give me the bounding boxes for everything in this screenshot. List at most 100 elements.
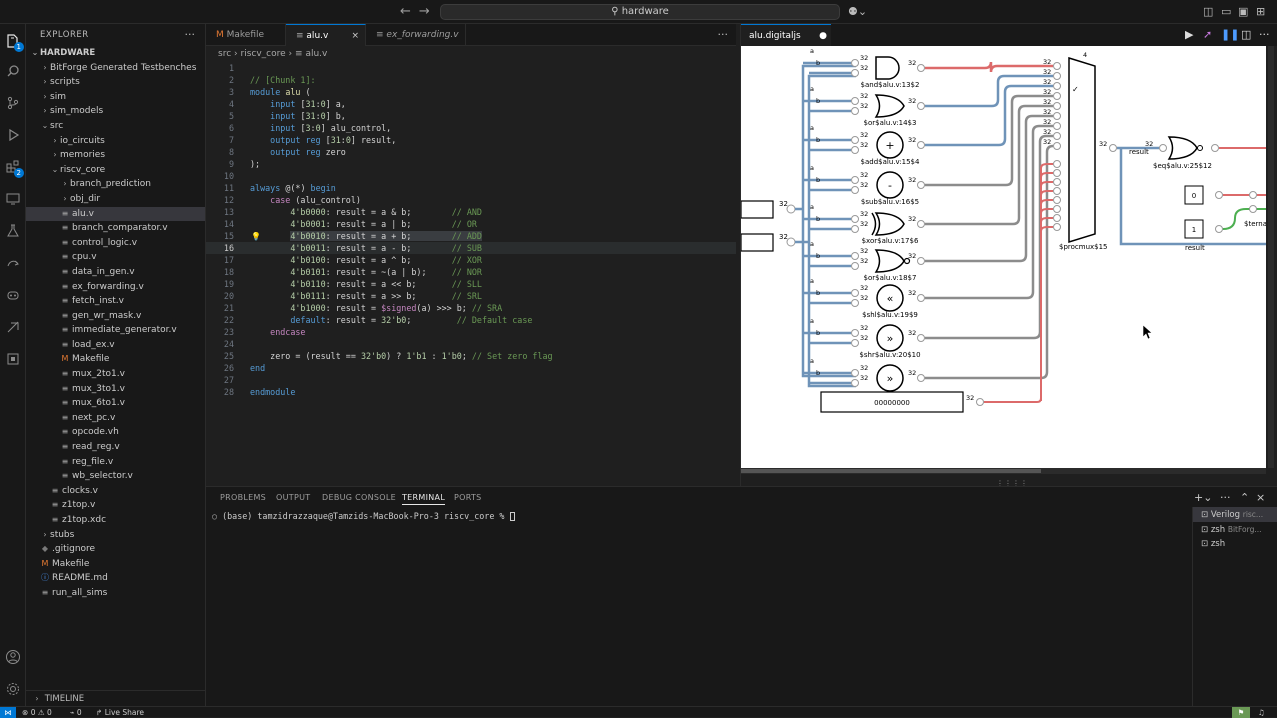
toggle-secondary-sidebar-icon[interactable]: ▣ — [1238, 5, 1249, 18]
terminal-item-zsh[interactable]: ⊡ zsh — [1193, 537, 1277, 552]
terminal-item-verilog[interactable]: ⊡ Verilog risc... — [1193, 507, 1277, 522]
code-line[interactable]: 16 4'b0011: result = a - b; // SUB — [206, 242, 736, 254]
digitaljs-icon[interactable] — [4, 350, 22, 368]
tab-output[interactable]: OUTPUT — [276, 493, 311, 502]
file-item[interactable]: ≡reg_file.v — [26, 455, 205, 470]
code-line[interactable]: 22 default: result = 32'b0; // Default c… — [206, 314, 736, 326]
toggle-panel-icon[interactable]: ▭ — [1221, 5, 1232, 18]
scrollbar-thumb[interactable] — [741, 469, 1041, 473]
testing-flask-icon[interactable] — [4, 222, 22, 240]
tab-alu-v[interactable]: ≡ alu.v × — [286, 24, 366, 46]
close-panel-icon[interactable]: × — [1256, 491, 1266, 504]
folder-item[interactable]: ›branch_prediction — [26, 177, 205, 192]
explorer-more-icon[interactable]: ··· — [184, 28, 196, 41]
workspace-root[interactable]: ⌄HARDWARE — [26, 46, 205, 61]
editor-more-icon[interactable]: ··· — [717, 28, 729, 41]
horizontal-scrollbar[interactable] — [741, 468, 1266, 474]
maximize-panel-icon[interactable]: ⌃ — [1240, 491, 1250, 504]
panel-more-icon[interactable]: ··· — [1220, 491, 1231, 504]
new-terminal-plus-icon[interactable]: +⌄ — [1194, 491, 1213, 504]
code-line[interactable]: 13 4'b0000: result = a & b; // AND — [206, 206, 736, 218]
vertical-scrollbar[interactable] — [1268, 46, 1274, 468]
breadcrumb-src[interactable]: src — [218, 49, 232, 59]
file-item[interactable]: ≡mux_6to1.v — [26, 396, 205, 411]
ports-status[interactable]: ⌁ 0 — [70, 707, 82, 718]
extensions-icon[interactable]: 2 — [4, 158, 24, 178]
more-actions-icon[interactable]: ··· — [1259, 28, 1270, 41]
code-line[interactable]: 8 output reg zero — [206, 146, 736, 158]
tab-debug-console[interactable]: DEBUG CONSOLE — [322, 493, 396, 502]
file-item[interactable]: ≡clocks.v — [26, 484, 205, 499]
terminal-item-zsh-bitforge[interactable]: ⊡ zsh BitForg... — [1193, 522, 1277, 537]
code-line[interactable]: 23 endcase — [206, 326, 736, 338]
folder-item[interactable]: ›io_circuits — [26, 134, 205, 149]
file-item[interactable]: ≡load_ex.v — [26, 338, 205, 353]
tab-problems[interactable]: PROBLEMS — [220, 493, 267, 502]
code-line[interactable]: 12 case (alu_control) — [206, 194, 736, 206]
copilot-chat-icon[interactable] — [4, 286, 22, 304]
split-editor-icon[interactable]: ◫ — [1241, 28, 1252, 41]
folder-item[interactable]: ›memories — [26, 148, 205, 163]
code-line[interactable]: 14 4'b0001: result = a | b; // OR — [206, 218, 736, 230]
folder-item[interactable]: ›scripts — [26, 75, 205, 90]
file-item[interactable]: ≡data_in_gen.v — [26, 265, 205, 280]
folder-item[interactable]: ›sim — [26, 90, 205, 105]
code-line[interactable]: 2// [Chunk 1]: — [206, 74, 736, 86]
file-item[interactable]: ≡fetch_inst.v — [26, 294, 205, 309]
notifications-bell-icon[interactable]: ♫ — [1258, 708, 1265, 717]
close-icon[interactable]: × — [351, 31, 359, 41]
file-item[interactable]: ≡mux_2to1.v — [26, 367, 205, 382]
lightbulb-icon[interactable]: 💡 — [251, 232, 261, 241]
file-item[interactable]: ≡z1top.xdc — [26, 513, 205, 528]
code-line[interactable]: 17 4'b0100: result = a ^ b; // XOR — [206, 254, 736, 266]
folder-item[interactable]: ›stubs — [26, 528, 205, 543]
file-item[interactable]: ≡ex_forwarding.v — [26, 280, 205, 295]
code-line[interactable]: 1 — [206, 62, 736, 74]
play-icon[interactable]: ▶ — [1185, 28, 1194, 41]
back-arrow-icon[interactable]: ← — [400, 4, 419, 19]
code-line[interactable]: 25 zero = (result == 32'b0) ? 1'b1 : 1'b… — [206, 350, 736, 362]
file-item[interactable]: ≡alu.v — [26, 206, 205, 222]
tab-digitaljs[interactable]: alu.digitaljs ● — [741, 24, 831, 46]
file-item[interactable]: ≡branch_comparator.v — [26, 221, 205, 236]
terminal-output[interactable]: ○ (base) tamzidrazzaque@Tamzids-MacBook-… — [212, 511, 515, 521]
run-debug-icon[interactable] — [4, 126, 22, 144]
code-line[interactable]: 27 — [206, 374, 736, 386]
breadcrumb-riscv-core[interactable]: riscv_core — [240, 49, 286, 59]
tab-ex-forwarding[interactable]: ≡ ex_forwarding.v — [366, 24, 466, 46]
folder-item[interactable]: ›sim_models — [26, 104, 205, 119]
file-item[interactable]: ≡opcode.vh — [26, 425, 205, 440]
folder-item[interactable]: ⌄riscv_core — [26, 163, 205, 178]
file-item[interactable]: ◆.gitignore — [26, 542, 205, 557]
code-line[interactable]: 6 input [3:0] alu_control, — [206, 122, 736, 134]
account-icon[interactable] — [4, 648, 22, 666]
sash-handle-icon[interactable]: ⋮⋮⋮⋮ — [996, 479, 1028, 488]
code-line[interactable]: 18 4'b0101: result = ~(a | b); // NOR — [206, 266, 736, 278]
code-line[interactable]: 5 input [31:0] b, — [206, 110, 736, 122]
breadcrumb-file[interactable]: alu.v — [305, 49, 328, 59]
code-line[interactable]: 10 — [206, 170, 736, 182]
remote-icon[interactable]: ⋈ — [0, 707, 16, 718]
copilot-status-icon[interactable]: ⚑ — [1232, 707, 1250, 718]
code-line[interactable]: 15💡 4'b0010: result = a + b; // ADD — [206, 230, 736, 242]
file-item[interactable]: ≡z1top.v — [26, 498, 205, 513]
tab-terminal[interactable]: TERMINAL — [402, 493, 446, 505]
live-share-status[interactable]: ↱ Live Share — [96, 707, 144, 718]
forward-arrow-icon[interactable]: → — [418, 4, 438, 19]
deploy-icon[interactable] — [4, 318, 22, 336]
settings-gear-icon[interactable] — [4, 680, 22, 698]
code-line[interactable]: 9); — [206, 158, 736, 170]
code-line[interactable]: 19 4'b0110: result = a << b; // SLL — [206, 278, 736, 290]
file-item[interactable]: ≡run_all_sims — [26, 586, 205, 601]
remote-explorer-icon[interactable] — [4, 190, 22, 208]
code-line[interactable]: 7 output reg [31:0] result, — [206, 134, 736, 146]
